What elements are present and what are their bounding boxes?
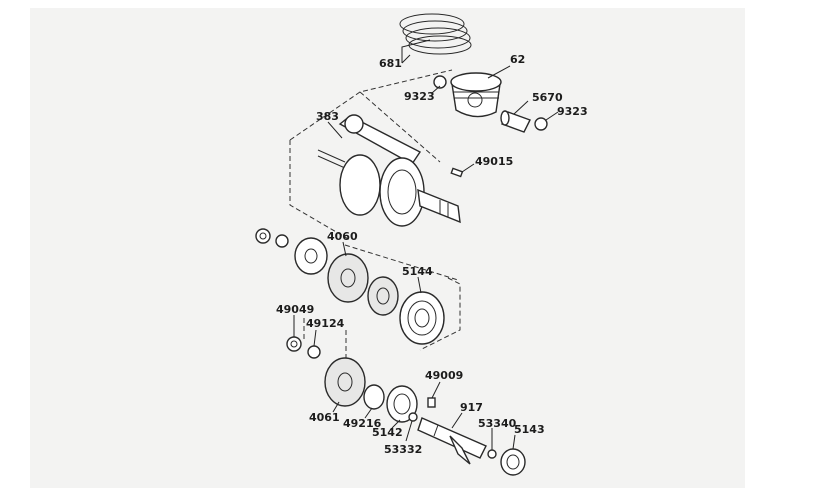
pin-49009[interactable] [427, 397, 436, 408]
label-49015: 49015 [475, 155, 513, 168]
label-49216: 49216 [343, 417, 382, 430]
shaft-917[interactable] [417, 417, 487, 465]
label-5142: 5142 [372, 426, 403, 439]
washer-49124[interactable] [307, 345, 321, 359]
piston-pin-clip-right[interactable] [534, 117, 548, 131]
label-5144: 5144 [402, 265, 433, 278]
gear-4060[interactable] [327, 253, 369, 303]
crankshaft-assembly[interactable] [317, 114, 461, 227]
label-49009: 49009 [425, 369, 463, 382]
label-4060: 4060 [327, 230, 358, 243]
piston-pin[interactable] [500, 110, 531, 133]
bearing-5143[interactable] [500, 448, 526, 476]
paper-background [30, 8, 745, 488]
label-681: 681 [379, 57, 402, 70]
label-53332: 53332 [384, 443, 422, 456]
woodruff-key[interactable] [450, 167, 464, 178]
piston-pin-clip-left[interactable] [433, 75, 447, 89]
ring-53340[interactable] [487, 449, 497, 459]
spacer-49216[interactable] [363, 384, 385, 410]
label-5670: 5670 [532, 91, 563, 104]
label-9323-left: 9323 [404, 90, 435, 103]
piston[interactable] [450, 72, 502, 118]
label-53340: 53340 [478, 417, 517, 430]
piston-rings[interactable] [399, 13, 472, 55]
label-917: 917 [460, 401, 483, 414]
leader-lines [293, 39, 559, 450]
clip-53332[interactable] [408, 412, 418, 422]
label-9323-right: 9323 [557, 105, 588, 118]
part-number-labels: 681 62 9323 5670 9323 383 49015 4060 514… [276, 53, 588, 456]
label-49049: 49049 [276, 303, 314, 316]
bearing-5144[interactable] [399, 291, 445, 345]
gear-4061[interactable] [324, 357, 366, 407]
intermediate-gear[interactable] [367, 276, 399, 316]
label-49124: 49124 [306, 317, 345, 330]
label-5143: 5143 [514, 423, 545, 436]
label-4061: 4061 [309, 411, 340, 424]
primary-drive-gear[interactable] [294, 237, 328, 275]
nut-49049[interactable] [286, 336, 302, 352]
bearing-5142[interactable] [386, 385, 418, 423]
assembly-guide-lines [289, 69, 461, 360]
label-62: 62 [510, 53, 525, 66]
label-383: 383 [316, 110, 339, 123]
crank-nut-and-washer[interactable] [255, 228, 289, 248]
